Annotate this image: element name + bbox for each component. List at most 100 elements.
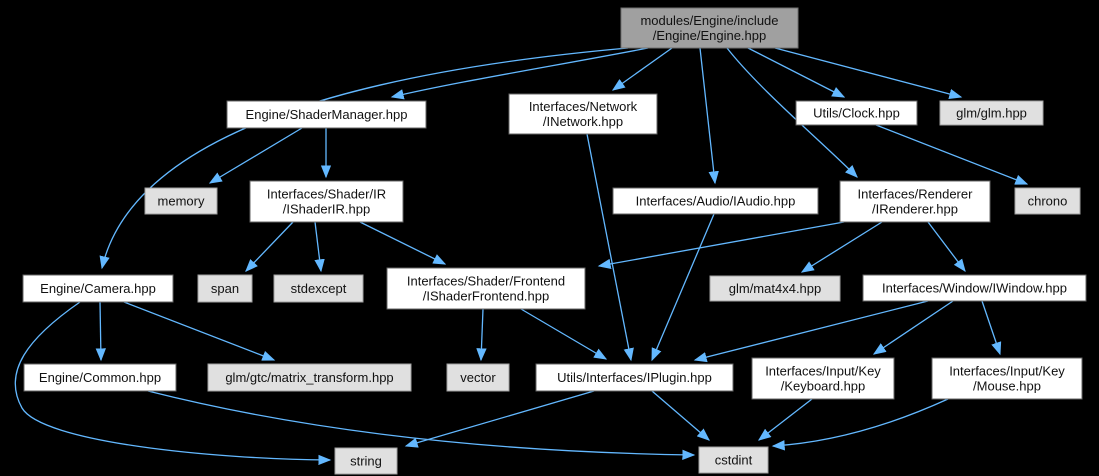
node-chrono[interactable]: chrono <box>1014 187 1081 215</box>
node-irenderer[interactable]: Interfaces/Renderer/IRenderer.hpp <box>839 180 991 223</box>
edge-camera-to-common <box>95 301 106 362</box>
node-box-ishaderfrontend <box>386 267 586 310</box>
edge-irenderer-to-mat4x4 <box>800 221 883 273</box>
node-box-ishaderir <box>249 180 404 223</box>
node-box-stdexcept <box>273 274 364 303</box>
node-iaudio[interactable]: Interfaces/Audio/IAudio.hpp <box>612 187 819 215</box>
node-box-string <box>334 447 398 475</box>
node-label-camera: Engine/Camera.hpp <box>40 281 156 296</box>
node-ishaderir[interactable]: Interfaces/Shader/IR/IShaderIR.hpp <box>249 180 404 223</box>
edge-layer <box>14 47 1029 466</box>
node-label-iplugin: Utils/Interfaces/IPlugin.hpp <box>557 370 712 385</box>
edge-common-to-cstdint <box>147 390 696 461</box>
node-label-span: span <box>211 281 239 296</box>
node-box-keyboard <box>751 357 895 400</box>
node-box-mouse <box>931 357 1083 400</box>
node-glmglm[interactable]: glm/glm.hpp <box>939 100 1044 126</box>
node-vector[interactable]: vector <box>446 363 510 392</box>
node-keyboard[interactable]: Interfaces/Input/Key/Keyboard.hpp <box>751 357 895 400</box>
node-label-irenderer: Interfaces/Renderer/IRenderer.hpp <box>858 187 974 217</box>
node-label-common: Engine/Common.hpp <box>39 370 161 385</box>
node-clock[interactable]: Utils/Clock.hpp <box>795 100 918 126</box>
node-box-common <box>23 363 177 392</box>
edge-shadermanager-to-memory <box>208 127 303 184</box>
edge-irenderer-to-iwindow <box>927 221 966 273</box>
edge-ishaderir-to-stdexcept <box>314 221 325 273</box>
node-label-ishaderir: Interfaces/Shader/IR/IShaderIR.hpp <box>267 187 386 217</box>
node-label-string: string <box>350 454 382 469</box>
edge-iaudio-to-iplugin <box>651 213 715 362</box>
node-box-matrixtransform <box>207 363 412 392</box>
node-memory[interactable]: memory <box>144 187 218 215</box>
edge-camera-to-string <box>14 301 332 466</box>
edge-camera-to-matrixtransform <box>123 301 276 361</box>
node-mat4x4[interactable]: glm/mat4x4.hpp <box>709 275 841 302</box>
node-label-engine: modules/Engine/include/Engine/Engine.hpp <box>640 13 778 43</box>
node-label-shadermanager: Engine/ShaderManager.hpp <box>246 107 408 122</box>
node-label-keyboard: Interfaces/Input/Key/Keyboard.hpp <box>765 364 881 394</box>
node-box-irenderer <box>839 180 991 223</box>
node-label-glmglm: glm/glm.hpp <box>956 106 1027 121</box>
node-label-cstdint: cstdint <box>715 453 753 468</box>
edge-engine-to-camera <box>99 47 629 270</box>
node-box-shadermanager <box>226 100 427 129</box>
node-box-glmglm <box>939 100 1044 126</box>
node-string[interactable]: string <box>334 447 398 475</box>
edge-engine-to-irenderer <box>726 47 858 178</box>
node-box-clock <box>795 100 918 126</box>
edge-iplugin-to-string <box>404 390 595 448</box>
node-ishaderfrontend[interactable]: Interfaces/Shader/Frontend/IShaderFronte… <box>386 267 586 310</box>
node-label-stdexcept: stdexcept <box>291 281 347 296</box>
node-box-mat4x4 <box>709 275 841 302</box>
edge-clock-to-chrono <box>875 124 1029 185</box>
node-label-iaudio: Interfaces/Audio/IAudio.hpp <box>636 194 796 209</box>
node-engine: modules/Engine/include/Engine/Engine.hpp <box>620 7 799 49</box>
edge-engine-to-shadermanager <box>390 47 649 100</box>
node-label-inetwork: Interfaces/Network/INetwork.hpp <box>529 99 638 129</box>
edge-inetwork-to-iplugin <box>586 133 634 362</box>
node-camera[interactable]: Engine/Camera.hpp <box>22 274 174 303</box>
node-span[interactable]: span <box>197 274 253 303</box>
node-box-iwindow <box>862 274 1087 302</box>
edge-ishaderfrontend-to-iplugin <box>520 308 608 360</box>
edge-engine-to-inetwork <box>611 47 673 91</box>
node-label-chrono: chrono <box>1028 194 1068 209</box>
node-matrixtransform[interactable]: glm/gtc/matrix_transform.hpp <box>207 363 412 392</box>
node-box-engine <box>620 7 799 49</box>
edge-keyboard-to-cstdint <box>757 398 813 441</box>
edge-ishaderfrontend-to-vector <box>476 308 487 362</box>
node-iplugin[interactable]: Utils/Interfaces/IPlugin.hpp <box>535 363 734 392</box>
edge-iwindow-to-keyboard <box>872 300 954 355</box>
node-mouse[interactable]: Interfaces/Input/Key/Mouse.hpp <box>931 357 1083 400</box>
edge-ishaderir-to-ishaderfrontend <box>359 221 447 265</box>
node-iwindow[interactable]: Interfaces/Window/IWindow.hpp <box>862 274 1087 302</box>
edge-engine-to-iaudio <box>699 47 719 185</box>
node-shadermanager[interactable]: Engine/ShaderManager.hpp <box>226 100 427 129</box>
node-label-vector: vector <box>460 370 496 385</box>
edge-iwindow-to-iplugin <box>693 300 929 363</box>
edge-iplugin-to-cstdint <box>651 390 710 441</box>
node-label-mat4x4: glm/mat4x4.hpp <box>729 281 822 296</box>
node-cstdint[interactable]: cstdint <box>698 446 769 474</box>
edge-iwindow-to-mouse <box>981 300 1002 356</box>
node-box-camera <box>22 274 174 303</box>
edge-irenderer-to-ishaderfrontend <box>597 221 845 270</box>
node-inetwork[interactable]: Interfaces/Network/INetwork.hpp <box>508 93 658 135</box>
node-common[interactable]: Engine/Common.hpp <box>23 363 177 392</box>
node-box-inetwork <box>508 93 658 135</box>
node-box-iplugin <box>535 363 734 392</box>
node-label-matrixtransform: glm/gtc/matrix_transform.hpp <box>225 370 393 385</box>
node-box-memory <box>144 187 218 215</box>
node-label-clock: Utils/Clock.hpp <box>813 106 900 121</box>
node-stdexcept[interactable]: stdexcept <box>273 274 364 303</box>
edge-engine-to-clock <box>747 47 846 98</box>
node-label-memory: memory <box>158 194 205 209</box>
node-box-iaudio <box>612 187 819 215</box>
edge-ishaderir-to-span <box>245 221 294 272</box>
node-box-vector <box>446 363 510 392</box>
edge-mouse-to-cstdint <box>771 398 949 451</box>
edge-engine-to-glmglm <box>774 47 963 100</box>
node-box-span <box>197 274 253 303</box>
